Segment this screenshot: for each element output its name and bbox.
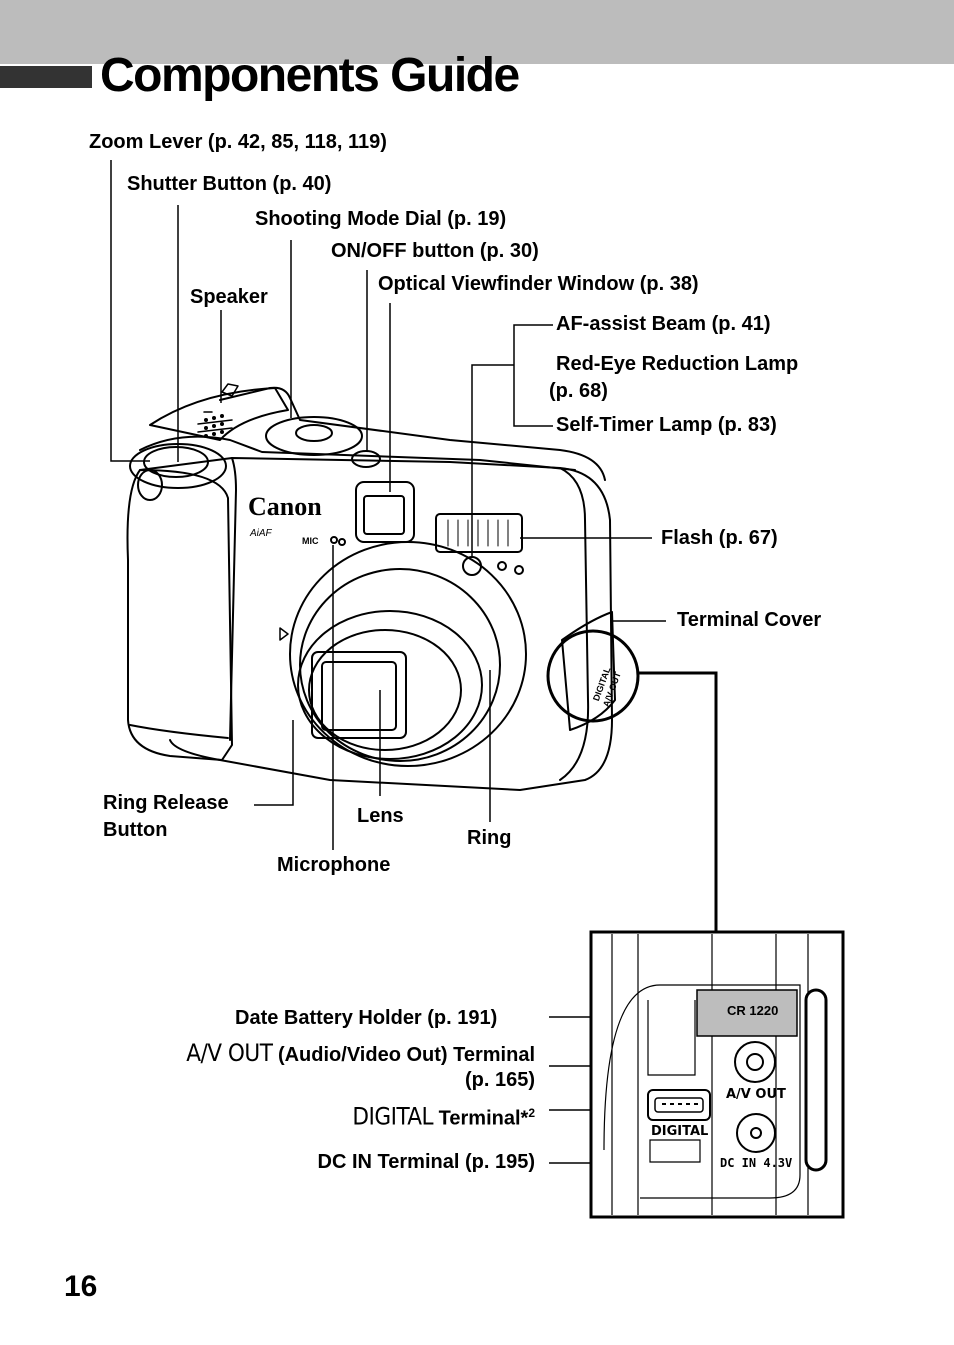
red-eye-lamp-label: Red-Eye Reduction Lamp bbox=[556, 353, 799, 375]
title-accent-bar bbox=[0, 66, 92, 88]
dc-in-port-label: DC IN 4.3V bbox=[720, 1156, 792, 1170]
dc-in-terminal-label: DC IN Terminal (p. 195) bbox=[317, 1151, 535, 1173]
av-out-symbol: A/V OUT bbox=[186, 1039, 273, 1067]
self-timer-lamp-label: Self-Timer Lamp (p. 83) bbox=[556, 414, 777, 436]
page-title: Components Guide bbox=[100, 49, 520, 102]
svg-text:MIC: MIC bbox=[302, 536, 319, 546]
header-band bbox=[0, 0, 954, 64]
flash-label: Flash (p. 67) bbox=[661, 527, 778, 549]
av-out-terminal-text: (Audio/Video Out) Terminal bbox=[277, 1044, 535, 1066]
digital-terminal-text: Terminal* bbox=[438, 1107, 529, 1130]
on-off-button-label: ON/OFF button (p. 30) bbox=[331, 240, 539, 262]
microphone-label: Microphone bbox=[277, 854, 391, 876]
optical-viewfinder-label: Optical Viewfinder Window (p. 38) bbox=[378, 273, 699, 295]
date-battery-holder-label: Date Battery Holder (p. 191) bbox=[235, 1007, 498, 1029]
battery-label: CR 1220 bbox=[727, 1003, 778, 1018]
shooting-mode-dial-label: Shooting Mode Dial (p. 19) bbox=[255, 208, 507, 230]
digital-port-label: DIGITAL bbox=[651, 1124, 708, 1139]
ring-release-label-2: Button bbox=[103, 819, 168, 841]
zoom-lever-label: Zoom Lever (p. 42, 85, 118, 119) bbox=[89, 131, 387, 153]
digital-terminal-label: DIGITAL Terminal*2 bbox=[300, 1100, 535, 1133]
av-out-terminal-page: (p. 165) bbox=[464, 1069, 535, 1091]
av-out-port-label: A/V OUT bbox=[726, 1087, 786, 1102]
digital-symbol: DIGITAL bbox=[352, 1102, 434, 1131]
page-number: 16 bbox=[64, 1270, 98, 1303]
terminal-cover-label: Terminal Cover bbox=[677, 609, 822, 631]
zoom-circle bbox=[546, 629, 640, 723]
shutter-button-label: Shutter Button (p. 40) bbox=[127, 173, 332, 195]
brand-logo: Canon bbox=[248, 492, 322, 521]
terminal-detail-panel: CR 1220 A/V OUT DIGITAL DC IN 4.3V bbox=[589, 930, 845, 1219]
av-out-terminal-label: A/V OUT (Audio/Video Out) Terminal bbox=[140, 1040, 535, 1069]
svg-text:AiAF: AiAF bbox=[249, 528, 273, 539]
af-assist-beam-label: AF-assist Beam (p. 41) bbox=[556, 313, 771, 335]
ring-label: Ring bbox=[467, 827, 512, 849]
lens-label: Lens bbox=[357, 805, 404, 827]
red-eye-lamp-page: (p. 68) bbox=[549, 380, 608, 402]
speaker-label: Speaker bbox=[190, 286, 268, 308]
digital-footnote-mark: 2 bbox=[528, 1106, 535, 1120]
ring-release-label: Ring Release bbox=[103, 792, 229, 814]
